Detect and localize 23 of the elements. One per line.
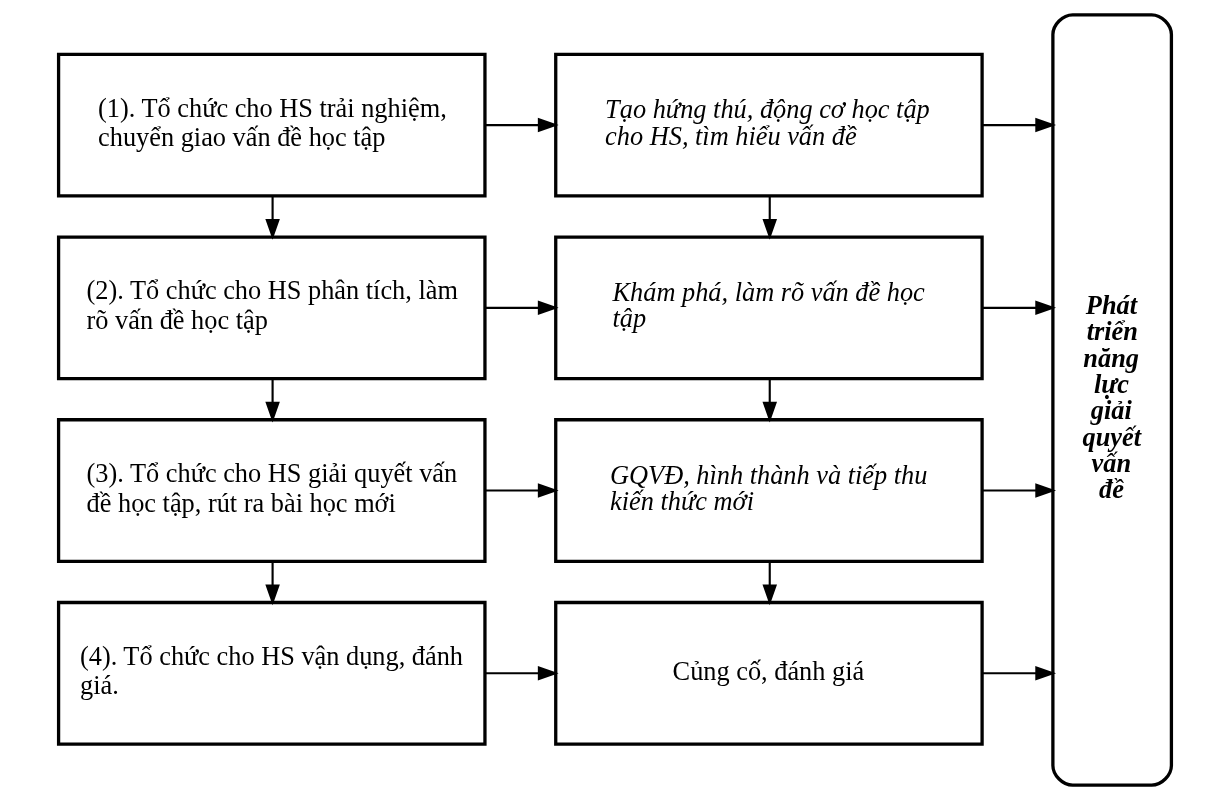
arrow xyxy=(485,666,559,681)
node-box: Củng cố, đánh giá xyxy=(554,600,984,746)
node-box: (2). Tổ chức cho HS phân tích, làm rõ vấn đề học tập xyxy=(56,235,487,381)
arrow xyxy=(485,483,559,498)
node-box: Phát triển năng lực giải quyết vấn đề xyxy=(1051,13,1174,787)
node-box: Khám phá, làm rõ vấn đề học tập xyxy=(554,235,984,381)
arrow xyxy=(265,379,280,423)
arrow xyxy=(982,117,1057,133)
arrow xyxy=(762,379,777,423)
arrow xyxy=(982,666,1057,681)
node-box: (4). Tổ chức cho HS vận dụng, đánh giá. xyxy=(56,600,487,746)
arrow xyxy=(982,300,1057,316)
arrow xyxy=(265,561,280,606)
node-box: (3). Tổ chức cho HS giải quyết vấn đề học tập, rút ra bài học mới xyxy=(56,418,487,563)
node-box: (1). Tổ chức cho HS trải nghiệm, chuyển giao vấn đề học tập xyxy=(56,52,487,198)
arrow xyxy=(762,196,777,240)
arrow xyxy=(265,196,280,240)
arrow xyxy=(762,561,777,606)
node-box: GQVĐ, hình thành và tiếp thu kiến thức mới xyxy=(554,418,984,563)
arrow xyxy=(982,483,1057,498)
node-box: Tạo hứng thú, động cơ học tập cho HS, tìm hiểu vấn đề xyxy=(554,52,984,198)
arrow xyxy=(485,300,559,316)
arrow xyxy=(485,117,559,133)
